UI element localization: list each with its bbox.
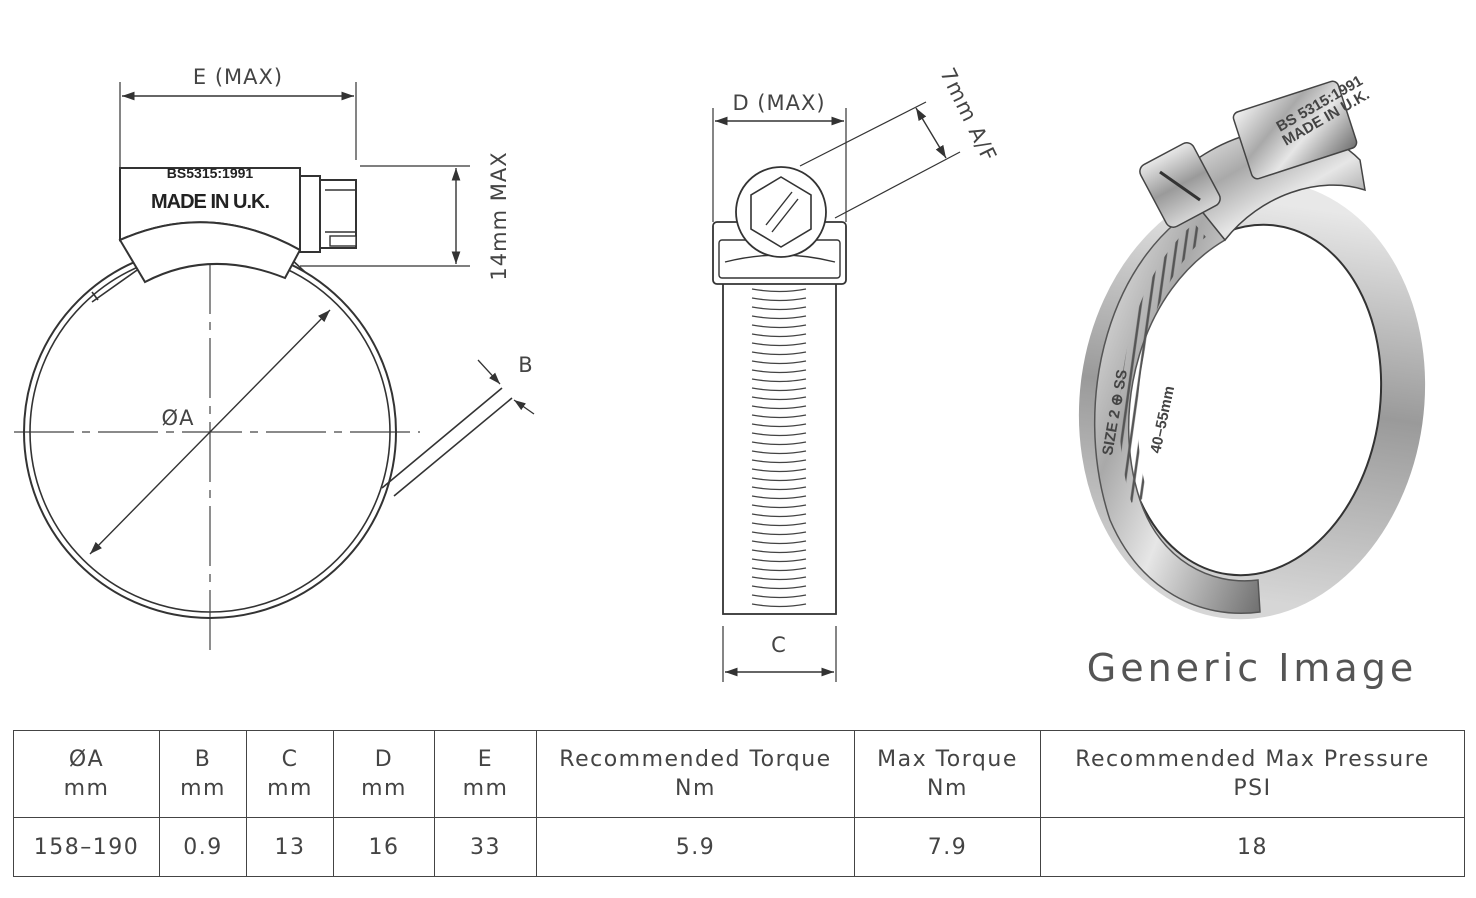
value-cell-d: 16 [333,817,435,877]
band-slot [751,450,807,455]
band-slot [751,288,807,293]
header-unit: mm [63,776,110,801]
band-slot [751,423,807,428]
dimension-b-label: B [518,353,533,377]
value-cell-e: 33 [434,817,537,877]
header-name: D [374,747,394,772]
band-slot [751,522,807,527]
header-name: ØA [68,747,105,772]
band-slot [751,459,807,464]
dimension-diameter-line [89,309,331,555]
value-cell-max-torque: 7.9 [854,817,1041,877]
header-unit: mm [462,776,509,801]
band-slot [751,333,807,338]
side-view: BS5315:1991 MADE IN U.K. E (MAX) 14mm MA… [14,65,535,650]
value-cell-b: 0.9 [159,817,247,877]
band-slot [751,531,807,536]
dimension-b-upper-arrow [477,359,501,385]
band-slot [751,360,807,365]
header-name: E [477,747,494,772]
header-name: Recommended Max Pressure [1075,747,1430,772]
band-slot [751,306,807,311]
header-cell-a: ØA mm [13,730,160,818]
header-unit: Nm [927,776,968,801]
band-slot [751,513,807,518]
hex-socket [750,176,812,248]
band-slot [751,558,807,563]
technical-drawing: BS5315:1991 MADE IN U.K. E (MAX) 14mm MA… [14,64,1426,690]
band-slot [751,432,807,437]
photo-caption: Generic Image [1087,646,1417,690]
band-slot [751,468,807,473]
product-photo: BS 5315:1991 MADE IN U.K. SIZE 2 ⊕ SS 40… [1078,72,1426,690]
band-slot [751,369,807,374]
dimension-height-label: 14mm MAX [487,151,511,280]
value-cell-max-pressure: 18 [1040,817,1465,877]
header-name: Recommended Torque [559,747,832,772]
band-slot [751,405,807,410]
value-cell-c: 13 [246,817,334,877]
band-slot [751,576,807,581]
band-slot [751,549,807,554]
front-view: D (MAX) 7mm A/F C [712,64,1001,682]
dimension-diameter-label: ØA [162,406,195,430]
band-slot [751,378,807,383]
value-cell-a: 158–190 [13,817,160,877]
band-slot [751,351,807,356]
band-slot [751,297,807,302]
photo-band-range: 40–55mm [1147,384,1178,454]
band-slot [751,594,807,599]
dimension-b-lower-arrow [513,399,535,415]
band-slot [751,342,807,347]
header-name: Max Torque [877,747,1018,772]
band-slot [751,495,807,500]
band-slot [751,324,807,329]
header-unit: mm [361,776,407,801]
band-slot [751,387,807,392]
header-name: B [194,747,212,772]
band-slot [751,540,807,545]
dimension-d-label: D (MAX) [732,91,825,115]
band-slot [751,603,807,608]
band-slot [751,441,807,446]
header-unit: PSI [1233,776,1272,801]
value-cell-recommended-torque: 5.9 [536,817,855,877]
header-unit: mm [267,776,313,801]
table-row: 158–190 0.9 13 16 33 5.9 7.9 18 [13,817,1465,877]
housing-stamp-line2: MADE IN U.K. [151,191,269,213]
band-slot [751,396,807,401]
dimension-e-label: E (MAX) [193,65,283,89]
header-unit: mm [180,776,226,801]
band-slot [751,477,807,482]
dimension-af-label: 7mm A/F [935,64,1001,166]
housing-stamp-line1: BS5315:1991 [167,165,254,181]
header-name: C [281,747,299,772]
band-slot [751,567,807,572]
band-slot [751,315,807,320]
screw-head [299,175,321,253]
dimension-af-line [915,107,947,159]
header-unit: Nm [675,776,716,801]
band-slot [751,585,807,590]
band-slot [751,414,807,419]
dimension-c-label: C [771,633,787,657]
band-slot [751,486,807,491]
band-slot [751,504,807,509]
